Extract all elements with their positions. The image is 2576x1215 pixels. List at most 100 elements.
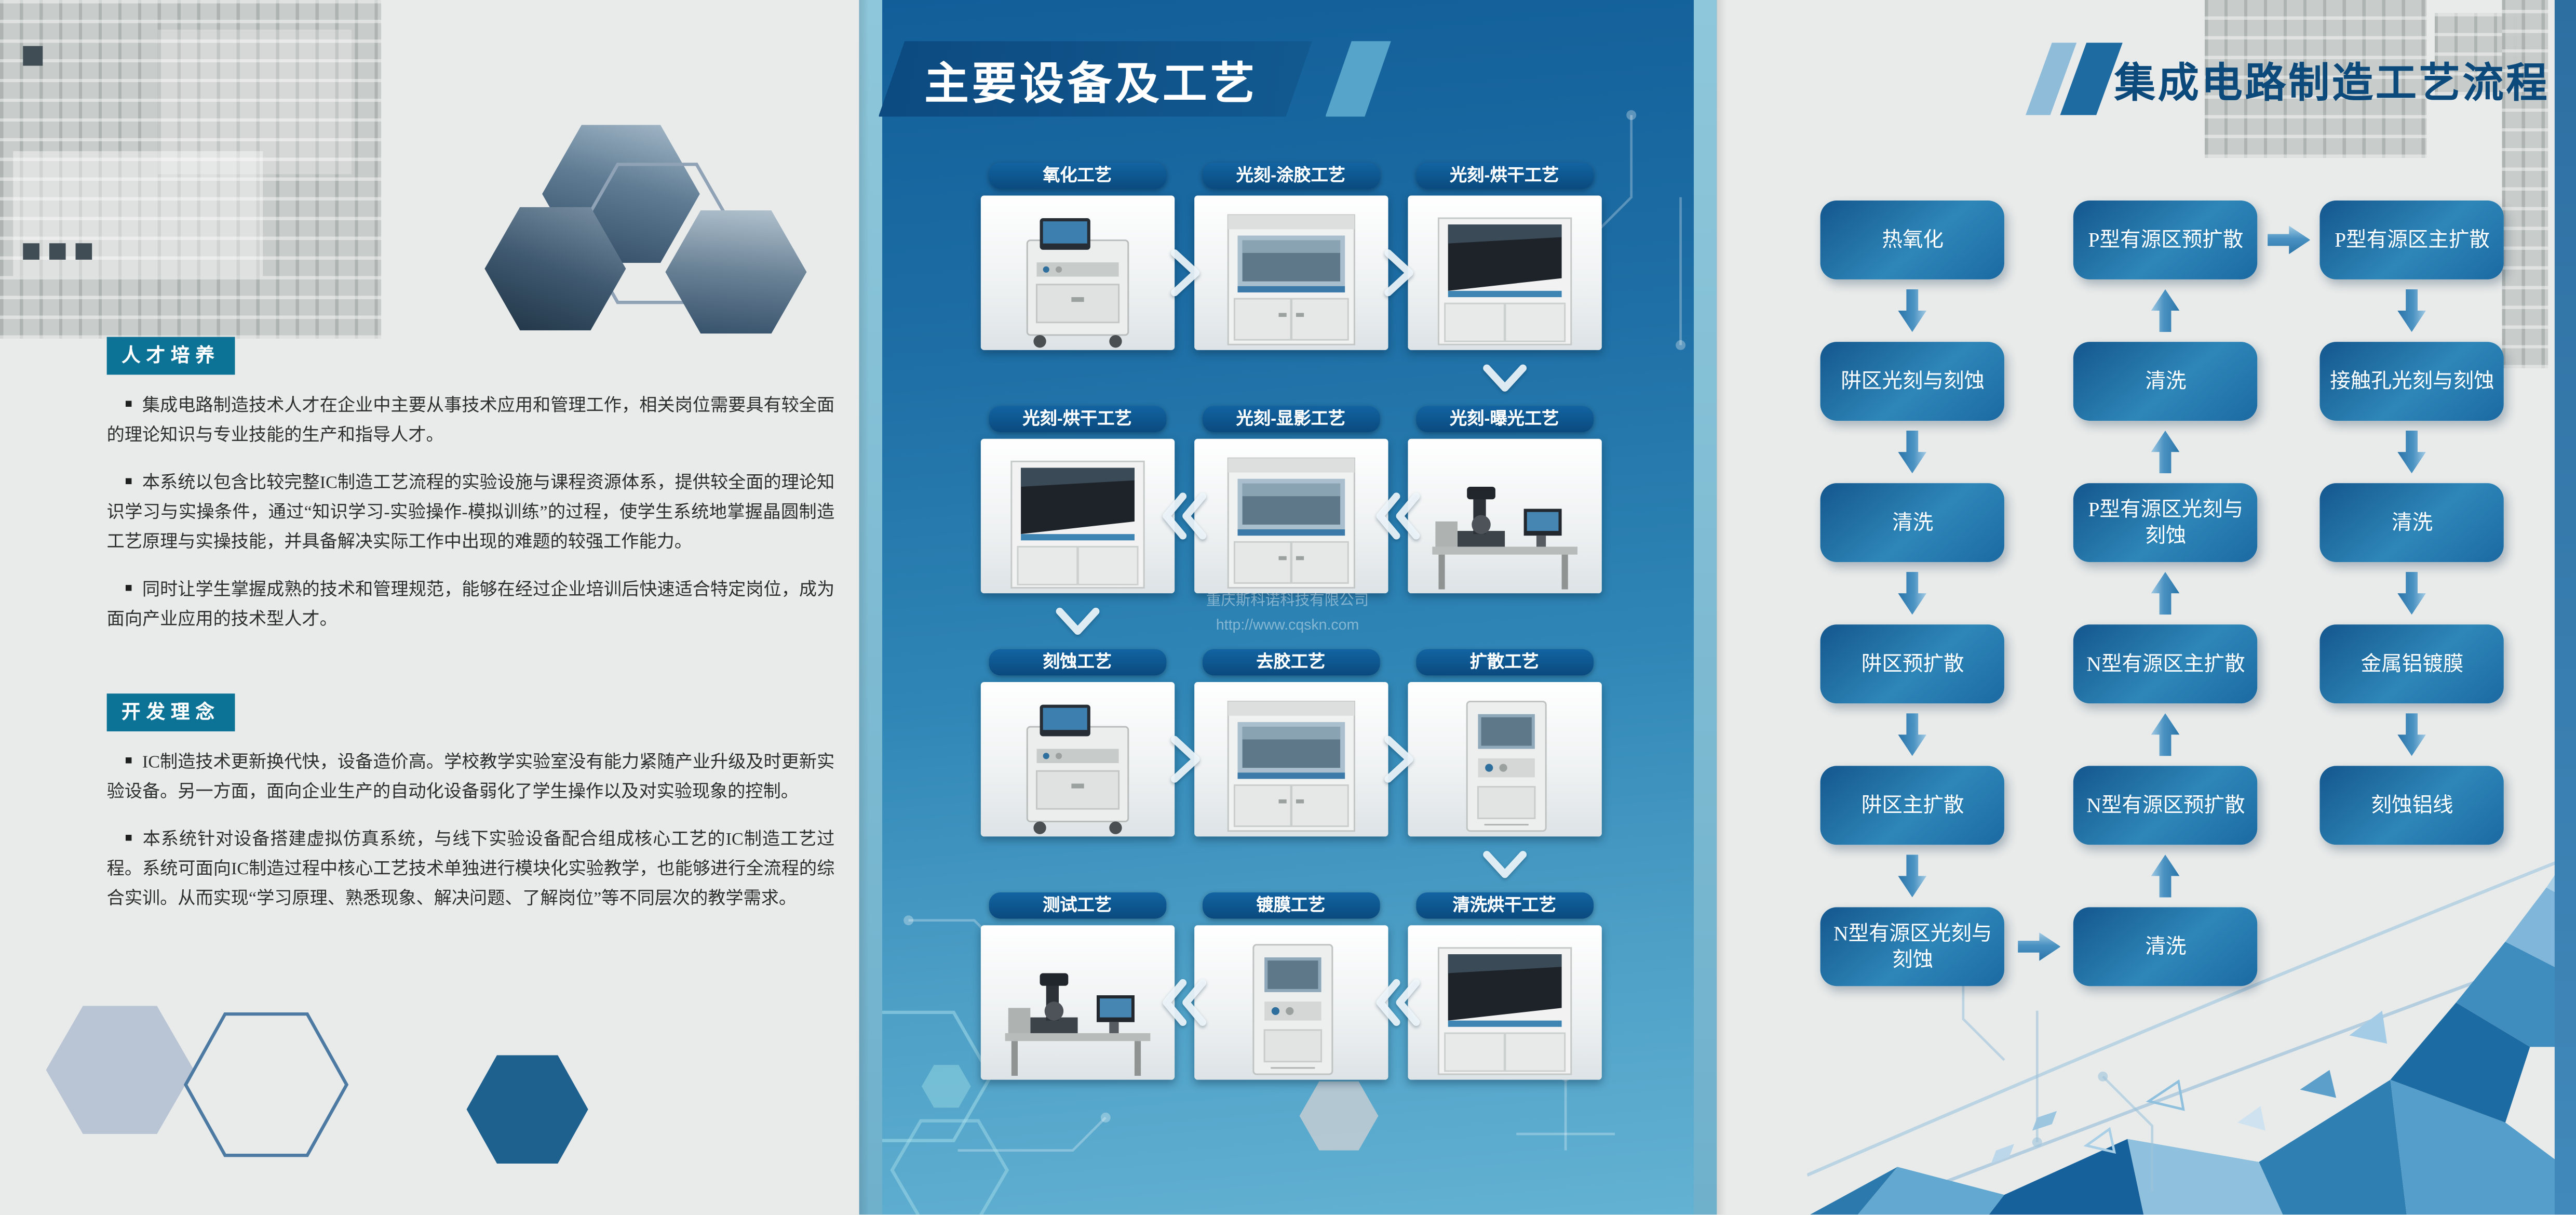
chip-decoration bbox=[23, 46, 43, 66]
arrow-down-icon bbox=[2397, 289, 2427, 332]
arrow-down-icon bbox=[2397, 713, 2427, 756]
circuit-board-photo bbox=[0, 0, 382, 339]
flow-step: 清洗 bbox=[2073, 342, 2258, 421]
middle-title: 主要设备及工艺 bbox=[924, 58, 1258, 108]
section-label: 开发理念 bbox=[106, 693, 235, 731]
fold-strip-right bbox=[1694, 0, 1718, 1215]
equipment-card: 镀膜工艺 bbox=[1194, 892, 1388, 1080]
chevron-down-icon bbox=[1053, 603, 1102, 647]
equipment-card: 光刻-显影工艺 bbox=[1194, 406, 1388, 594]
equipment-label: 清洗烘干工艺 bbox=[1415, 892, 1593, 919]
flow-step: P型有源区光刻与刻蚀 bbox=[2073, 483, 2258, 563]
tall-cabinet-image bbox=[1194, 925, 1388, 1080]
arrow-down-icon bbox=[1898, 289, 1927, 332]
chevron-left-icon bbox=[1373, 978, 1422, 1036]
flow-step: P型有源区预扩散 bbox=[2073, 200, 2258, 279]
equipment-card: 扩散工艺 bbox=[1407, 649, 1601, 837]
arrow-down-icon bbox=[1898, 431, 1927, 473]
paragraph: ■本系统针对设备搭建虚拟仿真系统，与线下实验设备配合组成核心工艺的IC制造工艺过… bbox=[106, 829, 835, 910]
arrow-up-icon bbox=[2151, 854, 2180, 897]
chip-decoration bbox=[75, 243, 92, 260]
paragraph: ■IC制造技术更新换代快，设备造价高。学校教学实验室没有能力紧随产业升级及时更新… bbox=[106, 753, 835, 803]
arrow-right-icon bbox=[2268, 225, 2311, 255]
bullet-icon: ■ bbox=[125, 473, 132, 488]
bullet-icon: ■ bbox=[125, 579, 132, 595]
flow-step: 清洗 bbox=[2320, 483, 2504, 563]
chevron-right-icon bbox=[1166, 735, 1202, 792]
flow-step: 阱区光刻与刻蚀 bbox=[1820, 342, 2005, 421]
flow-step: 阱区预扩散 bbox=[1820, 624, 2005, 704]
equipment-card: 去胶工艺 bbox=[1194, 649, 1388, 837]
arrow-down-icon bbox=[1898, 572, 1927, 615]
spine-strip bbox=[2554, 0, 2576, 1215]
section-development-philosophy: 开发理念 ■IC制造技术更新换代快，设备造价高。学校教学实验室没有能力紧随产业升级… bbox=[106, 693, 835, 931]
fume-hood-image bbox=[1194, 438, 1388, 594]
fold-shadow bbox=[1717, 0, 1728, 1215]
tall-cabinet-image bbox=[1407, 682, 1601, 837]
right-title: 集成电路制造工艺流程 bbox=[2114, 61, 2550, 107]
circuit-texture-block bbox=[2205, 0, 2427, 158]
equipment-label: 镀膜工艺 bbox=[1202, 892, 1380, 919]
chevron-down-icon bbox=[1480, 846, 1529, 890]
furnace-cabinet-image bbox=[980, 195, 1175, 350]
flow-step: 热氧化 bbox=[1820, 200, 2005, 279]
fume-hood-image bbox=[1194, 682, 1388, 837]
equipment-card: 光刻-烘干工艺 bbox=[980, 406, 1175, 594]
photo-overlay bbox=[157, 29, 352, 175]
chip-decoration bbox=[49, 243, 66, 260]
circuit-texture-block bbox=[2502, 0, 2549, 368]
flow-step: 接触孔光刻与刻蚀 bbox=[2320, 342, 2504, 421]
equipment-card: 测试工艺 bbox=[980, 892, 1175, 1080]
left-text: 人才培养 ■集成电路制造技术人才在企业中主要从事技术应用和管理工作，相关岗位需要具… bbox=[0, 0, 859, 1215]
arrow-up-icon bbox=[2151, 572, 2180, 615]
probe-bench-image bbox=[980, 925, 1175, 1080]
equipment-card: 刻蚀工艺 bbox=[980, 649, 1175, 837]
paragraph: ■本系统以包含比较完整IC制造工艺流程的实验设施与课程资源体系，提供较全面的理论… bbox=[106, 473, 835, 553]
laminar-hood-image bbox=[1407, 925, 1601, 1080]
equipment-card: 清洗烘干工艺 bbox=[1407, 892, 1601, 1080]
fume-hood-image bbox=[1194, 195, 1388, 350]
lab-photo-hexagon bbox=[484, 207, 626, 330]
equipment-card: 光刻-曝光工艺 bbox=[1407, 406, 1601, 594]
equipment-label: 光刻-曝光工艺 bbox=[1415, 406, 1593, 433]
equipment-label: 扩散工艺 bbox=[1415, 649, 1593, 676]
equipment-card: 光刻-烘干工艺 bbox=[1407, 163, 1601, 350]
laminar-hood-image bbox=[980, 438, 1175, 594]
probe-bench-image bbox=[1407, 438, 1601, 594]
equipment-card: 氧化工艺 bbox=[980, 163, 1175, 350]
arrow-right-icon bbox=[2018, 932, 2061, 961]
chevron-right-icon bbox=[1166, 248, 1202, 306]
flow-step: 金属铝镀膜 bbox=[2320, 624, 2504, 704]
bullet-icon: ■ bbox=[125, 829, 133, 845]
flow-step: 清洗 bbox=[2073, 907, 2258, 986]
chevron-left-icon bbox=[1373, 491, 1422, 549]
paragraph: ■集成电路制造技术人才在企业中主要从事技术应用和管理工作，相关岗位需要具有较全面… bbox=[106, 396, 835, 446]
flow-step: P型有源区主扩散 bbox=[2320, 200, 2504, 279]
chevron-left-icon bbox=[1159, 978, 1209, 1036]
flow-step: N型有源区光刻与刻蚀 bbox=[1820, 907, 2005, 986]
chevron-right-icon bbox=[1380, 735, 1416, 792]
equipment-card: 光刻-涂胶工艺 bbox=[1194, 163, 1388, 350]
paragraph: ■同时让学生掌握成熟的技术和管理规范，能够在经过企业培训后快速适合特定岗位，成为… bbox=[106, 579, 835, 630]
arrow-down-icon bbox=[1898, 713, 1927, 756]
watermark-company: 重庆斯科诺科技有限公司 bbox=[1206, 592, 1369, 608]
arrow-up-icon bbox=[2151, 289, 2180, 332]
bottom-hexagon-light bbox=[46, 1006, 194, 1134]
equipment-label: 测试工艺 bbox=[988, 892, 1166, 919]
arrow-up-icon bbox=[2151, 713, 2180, 756]
arrow-down-icon bbox=[2397, 572, 2427, 615]
flow-step: N型有源区主扩散 bbox=[2073, 624, 2258, 704]
arrow-up-icon bbox=[2151, 431, 2180, 473]
equipment-label: 光刻-涂胶工艺 bbox=[1202, 163, 1380, 189]
chevron-right-icon bbox=[1380, 248, 1416, 306]
section-label: 人才培养 bbox=[106, 337, 235, 375]
chevron-down-icon bbox=[1480, 360, 1529, 404]
equipment-label: 光刻-显影工艺 bbox=[1202, 406, 1380, 433]
flow-step: 阱区主扩散 bbox=[1820, 766, 2005, 845]
arrow-down-icon bbox=[2397, 431, 2427, 473]
middle-title-band: 主要设备及工艺 bbox=[879, 41, 1312, 117]
bottom-hexagon-dark bbox=[466, 1055, 588, 1164]
arrow-down-icon bbox=[1898, 854, 1927, 897]
